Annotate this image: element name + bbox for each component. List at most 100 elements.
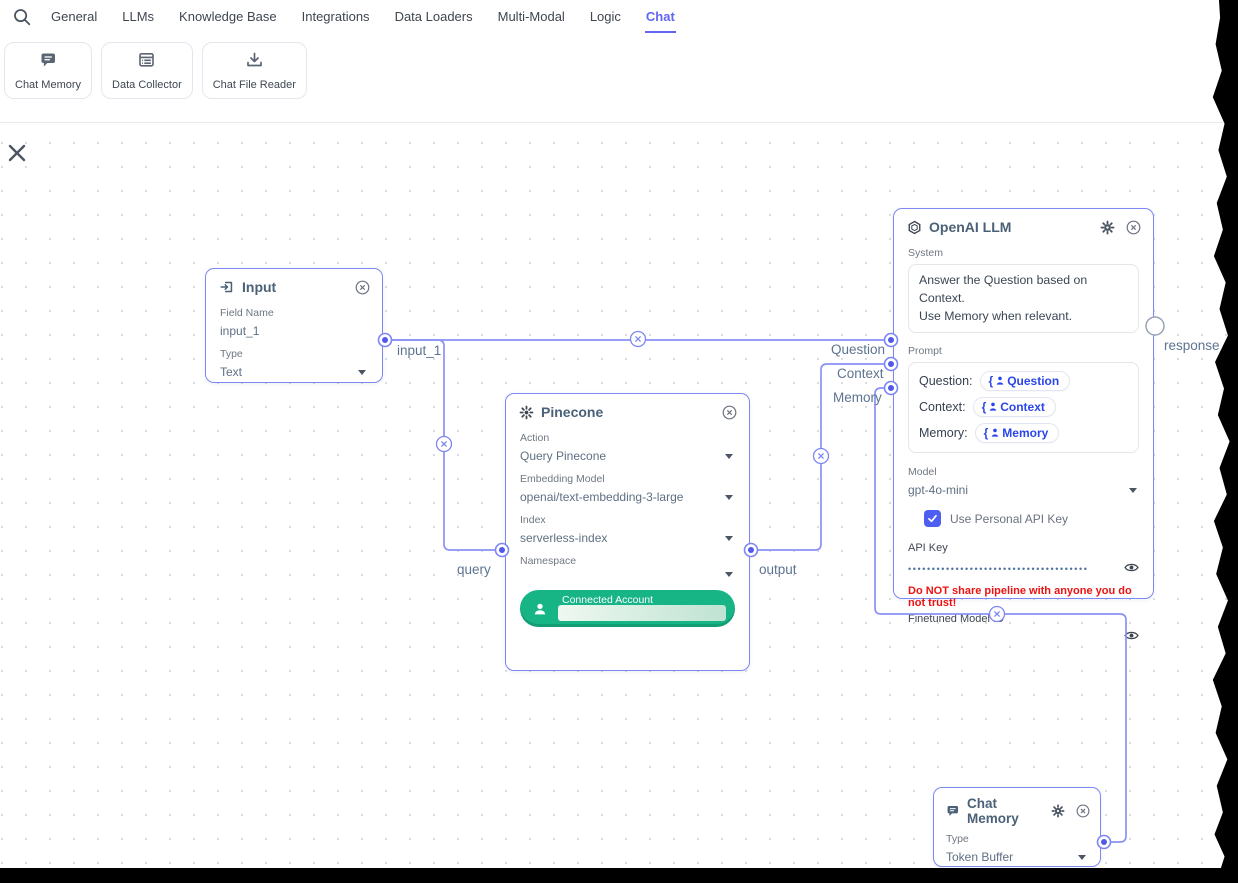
tab-integrations[interactable]: Integrations: [301, 9, 370, 24]
top-nav: General LLMs Knowledge Base Integrations…: [0, 0, 1238, 33]
port-openai-context[interactable]: [883, 356, 899, 372]
prompt-editor[interactable]: Question: { Question Context: { Context: [908, 362, 1139, 454]
port-input-output[interactable]: [377, 332, 393, 348]
person-icon: [996, 377, 1004, 386]
port-openai-response[interactable]: [1145, 316, 1165, 336]
system-textarea[interactable]: Answer the Question based on Context. Us…: [908, 264, 1139, 334]
prompt-label: Prompt: [908, 345, 942, 358]
tab-general[interactable]: General: [51, 9, 98, 24]
palette-card-data-collector[interactable]: Data Collector: [101, 42, 193, 99]
edge-label-query: query: [457, 562, 491, 577]
chat-bubble-icon: [946, 804, 960, 818]
palette-card-chat-file-reader[interactable]: Chat File Reader: [201, 42, 307, 99]
embedding-model-select[interactable]: openai/text-embedding-3-large: [520, 490, 735, 504]
action-select[interactable]: Query Pinecone: [520, 449, 735, 463]
chevron-down-icon: [725, 572, 733, 577]
connected-account-pill[interactable]: Connected Account: [520, 590, 735, 627]
port-openai-memory[interactable]: [883, 380, 899, 396]
node-settings-gear-icon[interactable]: [1100, 220, 1115, 235]
node-settings-gear-icon[interactable]: [1051, 804, 1065, 818]
node-chat-memory[interactable]: Chat Memory Type Token Buffer: [933, 787, 1101, 867]
port-pinecone-output[interactable]: [743, 542, 759, 558]
chevron-down-icon: [725, 494, 733, 500]
brace-variable-icon: {: [983, 425, 989, 440]
input-icon: [219, 279, 235, 295]
person-icon: [533, 602, 547, 620]
edge-delete-context[interactable]: [812, 447, 830, 465]
use-personal-api-key-label: Use Personal API Key: [950, 511, 1069, 526]
model-select[interactable]: gpt-4o-mini: [908, 483, 1139, 497]
node-title: Chat Memory: [967, 796, 1019, 826]
variable-token-memory[interactable]: { Memory: [974, 423, 1060, 444]
delete-node-icon[interactable]: [355, 280, 370, 295]
node-openai-llm[interactable]: OpenAI LLM System Answer the Question ba…: [893, 208, 1154, 640]
node-input[interactable]: Input Field Name input_1 Type Text: [205, 268, 383, 383]
edge-delete-memory[interactable]: [988, 605, 1006, 623]
namespace-select[interactable]: [520, 572, 735, 577]
brace-variable-icon: {: [988, 373, 994, 388]
api-key-input[interactable]: ••••••••••••••••••••••••••••••••••••••: [908, 564, 1089, 575]
action-label: Action: [520, 432, 550, 444]
edge-delete-query[interactable]: [435, 435, 453, 453]
port-openai-question[interactable]: [883, 332, 899, 348]
chat-bubble-icon: [39, 51, 58, 74]
type-select[interactable]: Token Buffer: [946, 850, 1088, 864]
person-icon: [989, 403, 997, 412]
type-select[interactable]: Text: [220, 365, 368, 379]
variable-token-context[interactable]: { Context: [972, 397, 1056, 418]
tab-logic[interactable]: Logic: [589, 9, 621, 24]
palette-card-label: Chat File Reader: [212, 78, 296, 91]
person-icon: [991, 429, 999, 438]
pipeline-canvas[interactable]: input_1 query output Question Context Me…: [0, 122, 1238, 883]
toggle-visibility-eye-icon[interactable]: [1124, 560, 1139, 578]
api-key-warning: Do NOT share pipeline with anyone you do…: [908, 585, 1132, 610]
chevron-down-icon: [1129, 487, 1137, 493]
field-name-input[interactable]: input_1: [220, 324, 260, 338]
use-personal-api-key-checkbox[interactable]: [924, 510, 941, 528]
embedding-model-label: Embedding Model: [520, 473, 605, 485]
type-label: Type: [220, 348, 243, 360]
prompt-key: Question:: [919, 374, 973, 389]
tab-knowledge-base[interactable]: Knowledge Base: [179, 9, 277, 24]
brace-variable-icon: {: [981, 399, 987, 414]
node-title: Pinecone: [541, 404, 604, 420]
table-list-icon: [137, 51, 156, 74]
palette-card-chat-memory[interactable]: Chat Memory: [4, 42, 93, 99]
download-tray-icon: [245, 51, 264, 74]
search-icon[interactable]: [12, 7, 32, 27]
nav-tabs: General LLMs Knowledge Base Integrations…: [50, 0, 676, 33]
chevron-down-icon: [725, 535, 733, 541]
canvas-close-icon[interactable]: [6, 142, 28, 164]
chevron-down-icon: [358, 369, 366, 375]
connected-account-value-redacted: [558, 605, 726, 621]
chevron-down-icon: [725, 453, 733, 459]
variable-token-question[interactable]: { Question: [979, 371, 1071, 392]
node-title: Input: [242, 279, 277, 295]
tab-chat[interactable]: Chat: [644, 0, 676, 33]
node-title: OpenAI LLM: [929, 219, 1012, 235]
prompt-key: Context:: [919, 400, 966, 415]
toggle-visibility-eye-icon[interactable]: [1124, 628, 1139, 646]
model-label: Model: [908, 466, 937, 479]
delete-node-icon[interactable]: [1126, 220, 1141, 235]
tab-llms[interactable]: LLMs: [122, 9, 155, 24]
edge-label-question: Question: [831, 342, 886, 357]
port-pinecone-query[interactable]: [494, 542, 510, 558]
check-icon: [928, 515, 937, 523]
tab-data-loaders[interactable]: Data Loaders: [394, 9, 473, 24]
system-label: System: [908, 247, 944, 259]
delete-node-icon[interactable]: [1076, 804, 1090, 818]
node-palette: Chat Memory Data Collector Chat File Rea…: [4, 42, 307, 99]
edge-delete-question[interactable]: [629, 330, 647, 348]
edge-label-output: output: [759, 562, 797, 577]
port-chat-memory-output[interactable]: [1096, 834, 1112, 850]
openai-icon: [907, 220, 922, 235]
type-label: Type: [946, 833, 969, 845]
tab-multi-modal[interactable]: Multi-Modal: [497, 9, 565, 24]
node-pinecone[interactable]: Pinecone Action Query Pinecone Embedding…: [505, 393, 750, 671]
pinecone-icon: [519, 405, 534, 420]
index-select[interactable]: serverless-index: [520, 531, 735, 545]
delete-node-icon[interactable]: [722, 405, 737, 420]
palette-card-label: Chat Memory: [15, 78, 82, 91]
